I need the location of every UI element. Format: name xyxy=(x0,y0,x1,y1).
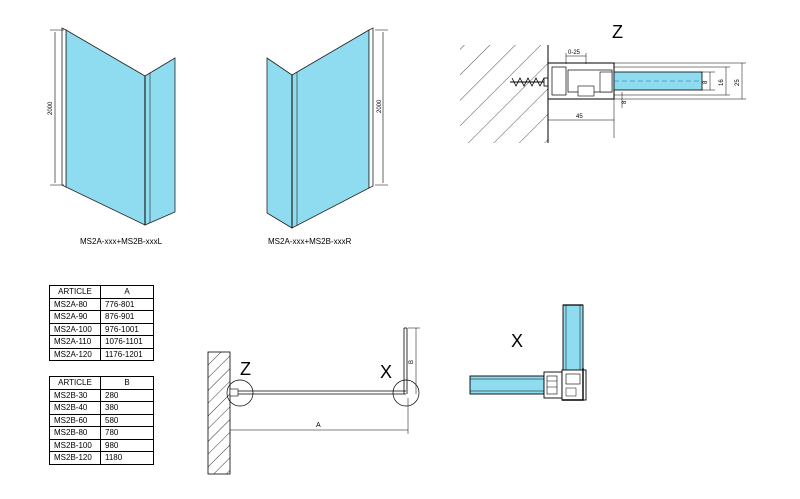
plan-dim-a: A xyxy=(316,422,321,429)
left-panel-caption: MS2A-xxx+MS2B-xxxL xyxy=(80,237,163,246)
table-row: MS2B-120 1180 xyxy=(49,451,154,465)
detail-x-horizontal-glass xyxy=(469,375,545,395)
table-cell: 580 xyxy=(100,413,154,427)
wall-profile xyxy=(547,62,615,104)
svg-text:25: 25 xyxy=(735,79,741,86)
plan-circle-z xyxy=(226,379,254,407)
detail-x: X xyxy=(469,304,587,401)
plan-view: Z X A B xyxy=(207,327,420,475)
svg-text:8: 8 xyxy=(622,100,628,104)
table-cell: 876-901 xyxy=(100,310,154,324)
table-cell: MS2B-120 xyxy=(49,451,101,465)
table-a-header-article: ARTICLE xyxy=(49,285,101,299)
detail-x-corner-profile xyxy=(543,368,587,401)
table-cell: MS2B-80 xyxy=(49,426,101,440)
table-row: MS2B-30 280 xyxy=(49,388,154,402)
table-cell: 980 xyxy=(100,438,154,452)
plan-circle-x xyxy=(392,379,420,407)
table-cell: 780 xyxy=(100,426,154,440)
svg-text:0-25: 0-25 xyxy=(568,50,581,56)
plan-z-label: Z xyxy=(240,359,251,379)
table-row: MS2B-80 780 xyxy=(49,426,154,440)
right-panel-back-glass xyxy=(291,29,370,229)
table-cell: MS2B-40 xyxy=(49,401,101,415)
table-row: MS2A-110 1076-1101 xyxy=(49,335,154,349)
plan-x-label: X xyxy=(380,362,392,382)
table-b: ARTICLE B MS2B-30 280 MS2B-40 380 MS2B-6… xyxy=(49,376,154,465)
table-row: MS2B-60 580 xyxy=(49,413,154,427)
table-cell: 280 xyxy=(100,388,154,402)
detail-z: Z 0-25 8 xyxy=(460,22,746,143)
table-row: MS2A-100 976-1001 xyxy=(49,322,154,336)
table-cell: 1180 xyxy=(100,451,154,465)
svg-text:45: 45 xyxy=(576,114,583,120)
table-cell: MS2A-120 xyxy=(49,347,101,361)
detail-x-label: X xyxy=(511,331,523,351)
left-panel-back-glass xyxy=(65,29,146,226)
table-row: MS2B-40 380 xyxy=(49,401,154,415)
right-height-label: 2000 xyxy=(377,99,383,113)
table-cell: 380 xyxy=(100,401,154,415)
table-cell: MS2A-100 xyxy=(49,322,101,336)
table-cell: 776-801 xyxy=(100,297,154,311)
right-panel-caption: MS2A-xxx+MS2B-xxxR xyxy=(268,237,352,246)
svg-text:16: 16 xyxy=(719,79,725,86)
table-cell: MS2A-90 xyxy=(49,310,101,324)
table-cell: MS2A-80 xyxy=(49,297,101,311)
detail-z-label: Z xyxy=(612,22,623,42)
left-panel-back-profile xyxy=(61,27,67,188)
plan-dim-b: B xyxy=(409,360,415,364)
wall-hatch-plan xyxy=(207,351,231,475)
table-a: ARTICLE A MS2A-80 776-801 MS2A-90 876-90… xyxy=(49,285,154,361)
table-cell: MS2B-100 xyxy=(49,438,101,452)
table-row: MS2B-100 980 xyxy=(49,438,154,452)
right-panel-side-glass xyxy=(266,57,293,229)
right-panel-back-profile xyxy=(368,27,374,189)
table-b-header-article: ARTICLE xyxy=(49,376,101,390)
table-cell: MS2B-30 xyxy=(49,388,101,402)
table-row: MS2A-80 776-801 xyxy=(49,297,154,311)
right-panel-view: 2000 MS2A-xxx+MS2B-xxxR xyxy=(266,27,388,246)
detail-z-dims: 0-25 8 16 25 8 45 xyxy=(548,50,746,138)
left-panel-view: 2000 MS2A-xxx+MS2B-xxxL xyxy=(48,27,176,246)
left-panel-side-glass xyxy=(144,57,176,226)
table-cell: 976-1001 xyxy=(100,322,154,336)
table-row: MS2A-120 1176-1201 xyxy=(49,347,154,361)
table-row: MS2A-90 876-901 xyxy=(49,310,154,324)
table-b-header-b: B xyxy=(100,376,154,390)
svg-text:8: 8 xyxy=(703,80,709,84)
left-height-label: 2000 xyxy=(48,101,54,115)
table-a-header-a: A xyxy=(100,285,154,299)
table-cell: MS2B-60 xyxy=(49,413,101,427)
table-cell: MS2A-110 xyxy=(49,335,101,349)
table-cell: 1176-1201 xyxy=(100,347,154,361)
table-cell: 1076-1101 xyxy=(100,335,154,349)
wall-hatch-z xyxy=(460,45,548,143)
